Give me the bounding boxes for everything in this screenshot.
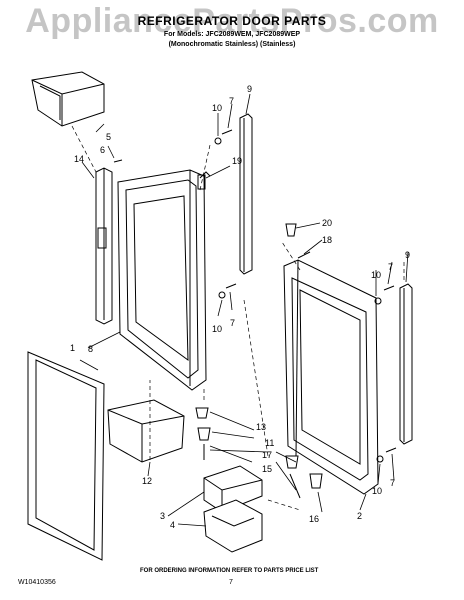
callout-10-top-left: 10 xyxy=(212,103,222,113)
screw-10-top-left xyxy=(214,137,222,145)
callout-9-left: 9 xyxy=(247,84,252,94)
screw-7-bottom-right xyxy=(385,447,397,453)
callout-7-top-right: 7 xyxy=(388,262,393,272)
leader-lines xyxy=(79,93,409,527)
callout-7-mid-left: 7 xyxy=(230,318,235,328)
callout-8: 8 xyxy=(88,344,93,354)
callout-12: 12 xyxy=(142,476,152,486)
plug-20 xyxy=(285,223,297,237)
callout-4: 4 xyxy=(170,520,175,530)
page-number: 7 xyxy=(229,579,233,586)
pin-18 xyxy=(297,251,311,259)
callout-labels: 5 6 14 10 7 9 19 20 18 1 8 10 7 9 10 7 1… xyxy=(70,84,410,530)
upper-door-bin xyxy=(31,71,105,127)
callout-1: 1 xyxy=(70,343,75,353)
finish-line: (Monochromatic Stainless) (Stainless) xyxy=(168,41,296,48)
callout-10-mid-left: 10 xyxy=(212,324,222,334)
callout-9-right: 9 xyxy=(405,250,410,260)
screw-7-top-right xyxy=(383,285,395,291)
screw-19 xyxy=(199,171,211,179)
callout-3: 3 xyxy=(160,511,165,521)
callout-17: 17 xyxy=(262,450,272,460)
stop-16 xyxy=(309,473,323,489)
callout-11: 11 xyxy=(265,438,274,448)
callout-7-bottom-right: 7 xyxy=(390,478,395,488)
screw-10-bottom-right xyxy=(376,455,384,463)
callout-10-bottom-right: 10 xyxy=(372,486,382,496)
bearing-13 xyxy=(195,407,209,419)
pin-17-right xyxy=(289,473,301,499)
lower-door-bin xyxy=(107,399,185,463)
callout-14: 14 xyxy=(74,154,84,164)
hinge-rod-left xyxy=(239,113,253,275)
screw-7-mid-left xyxy=(225,283,237,289)
callout-16: 16 xyxy=(309,514,319,524)
models-line: For Models: JFC2089WEM, JFC2089WEP xyxy=(163,31,301,38)
callout-7-top-left: 7 xyxy=(229,96,234,106)
watermark: AppliancePartsPros.com xyxy=(25,2,439,40)
page-title: REFRIGERATOR DOOR PARTS xyxy=(137,14,327,28)
cam-11-left xyxy=(197,427,211,441)
cam-11-right xyxy=(285,455,299,469)
right-door xyxy=(283,259,379,495)
callout-2: 2 xyxy=(357,511,362,521)
dairy-cover xyxy=(203,465,263,513)
document-code: W10410356 xyxy=(18,579,56,586)
callout-20: 20 xyxy=(322,218,332,228)
callout-6: 6 xyxy=(100,145,105,155)
door-gasket xyxy=(27,351,105,561)
callout-15: 15 xyxy=(262,464,272,474)
door-stop-19 xyxy=(197,174,206,190)
screw-10-mid-left xyxy=(218,291,226,299)
hinge-rod-right xyxy=(399,283,413,445)
left-door xyxy=(117,169,207,391)
callout-5: 5 xyxy=(106,132,111,142)
callout-13: 13 xyxy=(256,422,266,432)
screw-10-top-right xyxy=(374,297,382,305)
alignment-lines xyxy=(71,125,405,511)
door-hinge-bar xyxy=(95,167,113,325)
callout-10-top-right: 10 xyxy=(371,270,381,280)
screw-7-top-left xyxy=(221,129,233,135)
callout-19: 19 xyxy=(232,156,242,166)
screw-6 xyxy=(113,159,123,163)
ordering-info: FOR ORDERING INFORMATION REFER TO PARTS … xyxy=(140,568,319,574)
dairy-bin xyxy=(203,499,263,553)
callout-18: 18 xyxy=(322,235,332,245)
